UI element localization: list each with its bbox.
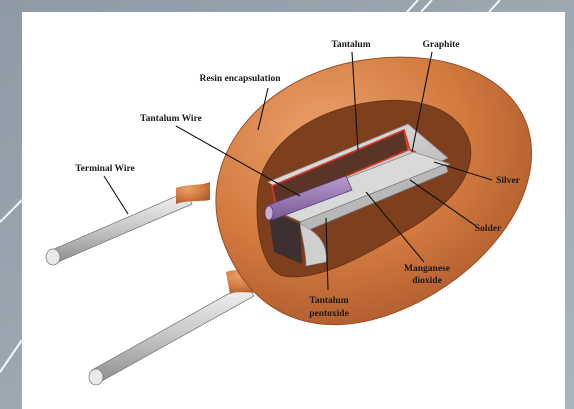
- label-tantalum-pentoxide-line1: Tantalum: [309, 296, 348, 306]
- label-terminal-wire: Terminal Wire: [75, 164, 135, 174]
- label-solder: Solder: [475, 224, 502, 234]
- label-silver: Silver: [496, 176, 521, 186]
- label-resin-encapsulation: Resin encapsulation: [199, 74, 281, 84]
- label-tantalum: Tantalum: [331, 40, 370, 50]
- label-tantalum-wire: Tantalum Wire: [140, 114, 202, 124]
- label-graphite: Graphite: [423, 40, 460, 50]
- label-manganese-dioxide-line2: dioxide: [412, 276, 442, 286]
- label-tantalum-pentoxide-line2: pentoxide: [309, 309, 349, 319]
- label-manganese-dioxide-line1: Manganese: [404, 264, 450, 274]
